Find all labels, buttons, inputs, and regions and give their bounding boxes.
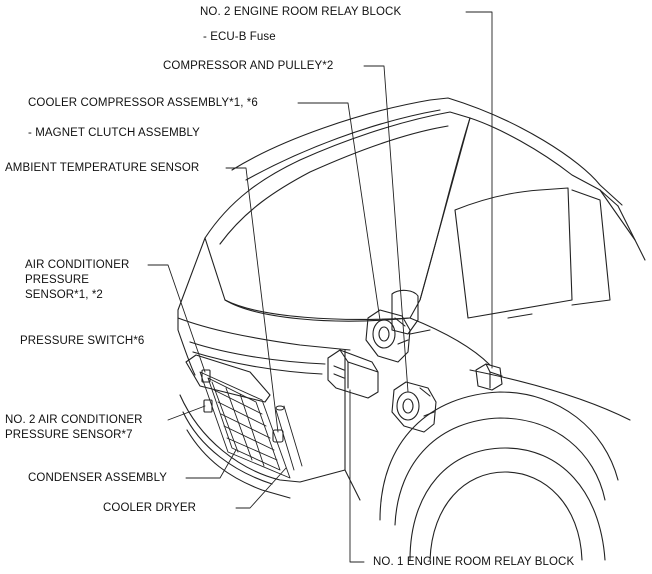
label-ac-pressure-sensor-line3: SENSOR*1, *2: [25, 289, 103, 301]
leader-lines: [147, 11, 493, 563]
label-ac-pressure-sensor-line1: AIR CONDITIONER: [25, 259, 130, 271]
label-ac-pressure-sensor-line2: PRESSURE: [25, 274, 90, 286]
label-condenser-assembly: CONDENSER ASSEMBLY: [28, 472, 167, 484]
label-no2-ac-pressure-sensor-line2: PRESSURE SENSOR*7: [5, 429, 133, 441]
label-pressure-switch: PRESSURE SWITCH*6: [20, 335, 145, 347]
label-compressor-and-pulley: COMPRESSOR AND PULLEY*2: [163, 60, 334, 72]
no2-relay-block-shape: [475, 363, 503, 391]
condenser-assembly-shape: [199, 371, 303, 479]
label-magnet-clutch-assembly: - MAGNET CLUTCH ASSEMBLY: [28, 127, 200, 139]
van-body-outline: [177, 97, 646, 561]
cooler-compressor-shape: [365, 309, 411, 363]
label-cooler-compressor-assembly: COOLER COMPRESSOR ASSEMBLY*1, *6: [28, 97, 258, 109]
label-ecu-b-fuse: - ECU-B Fuse: [203, 31, 276, 43]
label-no1-engine-room-relay-block: NO. 1 ENGINE ROOM RELAY BLOCK: [373, 556, 575, 568]
label-no2-ac-pressure-sensor-line1: NO. 2 AIR CONDITIONER: [5, 414, 143, 426]
label-ambient-temperature-sensor: AMBIENT TEMPERATURE SENSOR: [5, 162, 200, 174]
label-no2-engine-room-relay-block: NO. 2 ENGINE ROOM RELAY BLOCK: [200, 6, 402, 18]
no1-relay-block-shape: [327, 349, 379, 399]
label-cooler-dryer: COOLER DRYER: [103, 502, 197, 514]
compressor-pulley-shape: [391, 381, 437, 433]
